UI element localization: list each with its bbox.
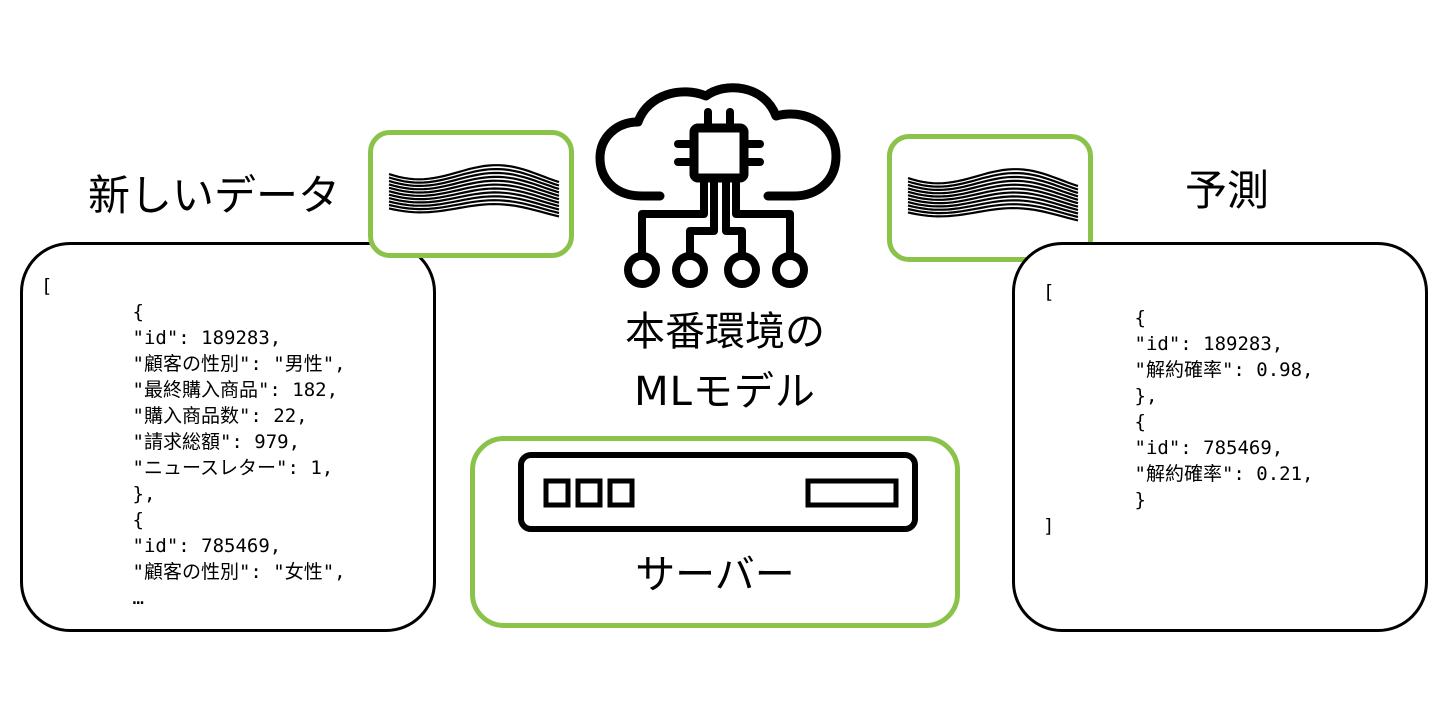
code-line: } bbox=[1043, 489, 1146, 511]
prediction-json-code: [ { "id": 189283, "解約確率": 0.98, }, { "id… bbox=[1043, 279, 1313, 539]
code-line: "ニュースレター": 1, bbox=[41, 457, 334, 479]
input-json-code: [ { "id": 189283, "顧客の性別": "男性", "最終購入商品… bbox=[41, 273, 346, 611]
model-label-line2: MLモデル bbox=[634, 369, 816, 415]
code-line: "id": 189283, bbox=[1043, 333, 1284, 355]
code-line: "解約確率": 0.21, bbox=[1043, 463, 1314, 485]
server-label: サーバー bbox=[635, 552, 795, 598]
prediction-title: 予測 bbox=[1185, 166, 1270, 215]
server-rack-icon bbox=[518, 452, 918, 532]
cloud-chip-icon bbox=[595, 83, 841, 288]
code-line: "顧客の性別": "男性", bbox=[41, 353, 346, 375]
code-line: { bbox=[41, 301, 144, 323]
data-wave-icon bbox=[388, 164, 560, 218]
code-line: "id": 785469, bbox=[41, 535, 282, 557]
output-stream-box bbox=[887, 134, 1093, 262]
code-line: "請求総額": 979, bbox=[41, 431, 301, 453]
code-line: "id": 189283, bbox=[41, 327, 282, 349]
data-wave-icon bbox=[907, 168, 1079, 222]
code-line: ] bbox=[1043, 515, 1055, 537]
code-line: "解約確率": 0.98, bbox=[1043, 359, 1314, 381]
code-line: … bbox=[41, 587, 144, 609]
model-label-line1: 本番環境の bbox=[625, 309, 825, 355]
input-data-title: 新しいデータ bbox=[88, 171, 341, 220]
input-data-panel: [ { "id": 189283, "顧客の性別": "男性", "最終購入商品… bbox=[20, 242, 436, 632]
code-line: [ bbox=[1043, 281, 1055, 303]
code-line: "購入商品数": 22, bbox=[41, 405, 308, 427]
input-stream-box bbox=[368, 130, 574, 258]
code-line: "最終購入商品": 182, bbox=[41, 379, 339, 401]
code-line: }, bbox=[41, 483, 156, 505]
code-line: { bbox=[1043, 307, 1146, 329]
code-line: { bbox=[41, 509, 144, 531]
code-line: }, bbox=[1043, 385, 1158, 407]
code-line: { bbox=[1043, 411, 1146, 433]
code-line: "顧客の性別": "女性", bbox=[41, 561, 346, 583]
prediction-panel: [ { "id": 189283, "解約確率": 0.98, }, { "id… bbox=[1012, 242, 1428, 632]
code-line: [ bbox=[41, 275, 53, 297]
code-line: "id": 785469, bbox=[1043, 437, 1284, 459]
